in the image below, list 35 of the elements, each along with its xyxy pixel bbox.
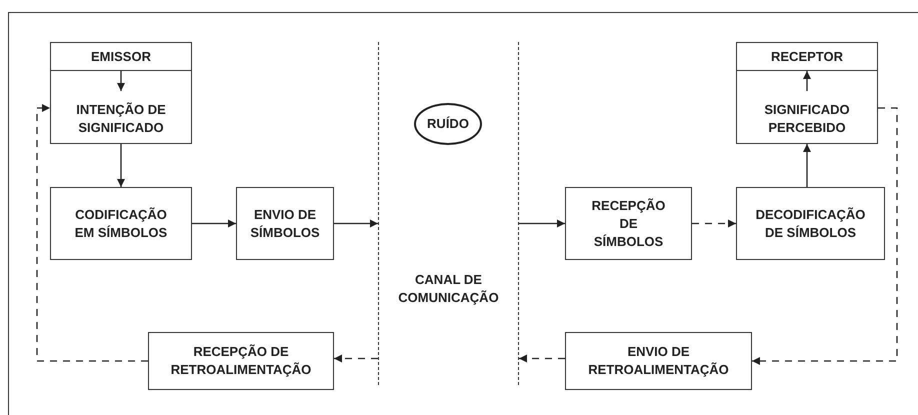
arrow bbox=[803, 144, 811, 187]
arrow bbox=[192, 220, 236, 228]
node-label: SIGNIFICADO PERCEBIDO bbox=[763, 101, 851, 137]
arrow bbox=[752, 107, 898, 365]
arrow bbox=[692, 220, 736, 228]
process-box bbox=[50, 187, 192, 260]
node-label: RUÍDO bbox=[426, 115, 470, 133]
node-label: CANAL DE COMUNICAÇÃO bbox=[397, 271, 500, 307]
process-box bbox=[736, 187, 885, 260]
process-box bbox=[148, 332, 334, 390]
body-cell bbox=[736, 71, 878, 144]
arrow bbox=[519, 220, 565, 228]
node-label: CODIFICAÇÃO EM SÍMBOLOS bbox=[74, 206, 168, 242]
node-label: DECODIFICAÇÃO DE SÍMBOLOS bbox=[754, 206, 866, 242]
process-box bbox=[565, 187, 692, 260]
header-cell bbox=[736, 42, 878, 71]
node-label: INTENÇÃO DE SIGNIFICADO bbox=[75, 101, 167, 137]
arrow bbox=[519, 354, 565, 362]
process-box bbox=[236, 187, 334, 260]
body-cell bbox=[50, 71, 192, 144]
process-box bbox=[565, 332, 752, 390]
node-label: RECEPÇÃO DE RETROALIMENTAÇÃO bbox=[170, 343, 312, 379]
node-label: EMISSOR bbox=[90, 48, 152, 66]
node-label: ENVIO DE SÍMBOLOS bbox=[249, 206, 321, 242]
header-cell bbox=[50, 42, 192, 71]
arrow bbox=[334, 220, 378, 228]
node-label: ENVIO DE RETROALIMENTAÇÃO bbox=[587, 343, 730, 379]
arrow bbox=[334, 354, 378, 362]
arrow bbox=[117, 144, 125, 187]
node-label: RECEPÇÃO DE SÍMBOLOS bbox=[590, 196, 666, 250]
arrow bbox=[36, 104, 148, 362]
channel-band bbox=[378, 42, 519, 385]
arrow bbox=[117, 71, 125, 91]
node-label: RECEPTOR bbox=[770, 48, 844, 66]
arrow bbox=[803, 71, 811, 91]
